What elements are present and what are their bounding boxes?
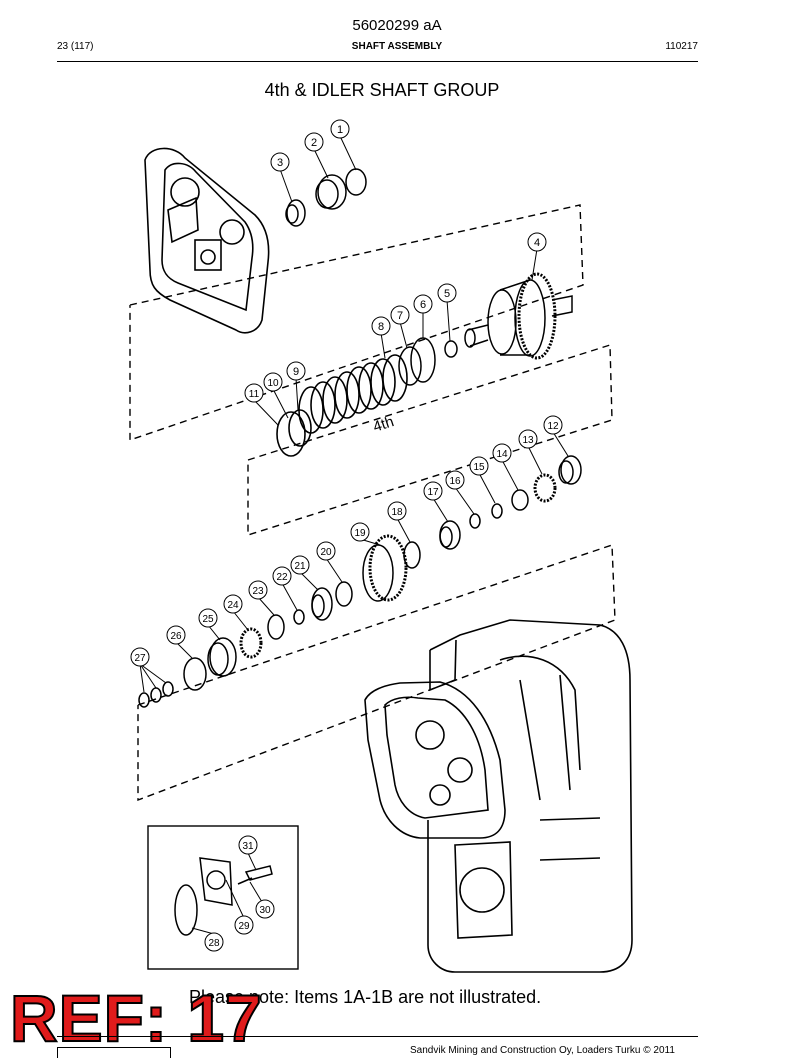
svg-text:11: 11 <box>249 389 260 400</box>
svg-text:3: 3 <box>277 157 283 169</box>
callout-4: 4 <box>527 232 547 252</box>
callout-23: 23 <box>248 580 268 600</box>
footer-rule <box>57 1036 698 1037</box>
callout-10: 10 <box>263 372 283 392</box>
svg-text:1: 1 <box>337 124 343 136</box>
svg-text:21: 21 <box>294 561 306 572</box>
callout-24: 24 <box>223 594 243 614</box>
ref-overlay-label: REF: 17 <box>9 981 263 1055</box>
callout-19: 19 <box>350 522 370 542</box>
svg-text:29: 29 <box>238 921 250 932</box>
svg-text:26: 26 <box>170 631 182 642</box>
svg-text:27: 27 <box>134 653 146 664</box>
svg-text:9: 9 <box>293 366 299 378</box>
exploded-view-drawing: 4th <box>129 119 633 973</box>
clutch-disc-pack <box>276 354 408 457</box>
callout-22: 22 <box>272 566 292 586</box>
parts-12-18 <box>403 455 582 569</box>
svg-text:18: 18 <box>391 507 403 518</box>
svg-text:17: 17 <box>427 487 439 498</box>
figure-title: 4th & IDLER SHAFT GROUP <box>264 80 500 100</box>
group-label-4th: 4th <box>371 413 396 436</box>
page-number: 23 (117) <box>57 41 94 52</box>
callout-16: 16 <box>445 470 465 490</box>
svg-text:5: 5 <box>444 288 450 300</box>
svg-text:23: 23 <box>252 586 264 597</box>
svg-text:4: 4 <box>534 237 540 249</box>
section-title: SHAFT ASSEMBLY <box>351 41 443 52</box>
svg-text:19: 19 <box>354 528 366 539</box>
svg-text:25: 25 <box>202 614 214 625</box>
callout-21: 21 <box>290 555 310 575</box>
svg-text:14: 14 <box>496 449 508 460</box>
dashed-group-outlines <box>129 204 616 802</box>
svg-text:30: 30 <box>259 905 271 916</box>
svg-text:6: 6 <box>420 299 426 311</box>
svg-text:20: 20 <box>320 547 332 558</box>
gear-shaft-4 <box>464 272 573 360</box>
parts-1-3 <box>285 168 367 227</box>
svg-text:12: 12 <box>547 421 559 432</box>
callout-2: 2 <box>304 132 324 152</box>
leader-lines <box>139 135 569 935</box>
callout-8: 8 <box>371 316 391 336</box>
callout-11: 11 <box>244 383 264 403</box>
callout-17: 17 <box>423 481 443 501</box>
callout-31: 31 <box>238 835 258 855</box>
date-code: 110217 <box>665 41 698 52</box>
svg-text:22: 22 <box>276 572 288 583</box>
callout-15: 15 <box>469 456 489 476</box>
svg-text:15: 15 <box>473 462 485 473</box>
callout-29: 29 <box>234 915 254 935</box>
inset-box <box>147 825 299 970</box>
callout-25: 25 <box>198 608 218 628</box>
callout-6: 6 <box>413 294 433 314</box>
callout-20: 20 <box>316 541 336 561</box>
callout-27: 27 <box>130 647 150 667</box>
callout-28: 28 <box>204 932 224 952</box>
svg-text:10: 10 <box>267 378 279 389</box>
callout-26: 26 <box>166 625 186 645</box>
callout-14: 14 <box>492 443 512 463</box>
callout-18: 18 <box>387 501 407 521</box>
cover-plate <box>144 147 270 334</box>
callouts: 1 2 3 4 5 6 7 8 9 10 11 12 13 14 15 16 1… <box>130 119 563 952</box>
svg-text:24: 24 <box>227 600 239 611</box>
gear-19 <box>362 534 408 602</box>
svg-text:31: 31 <box>242 841 254 852</box>
callout-9: 9 <box>286 361 306 381</box>
callout-30: 30 <box>255 899 275 919</box>
callout-13: 13 <box>518 429 538 449</box>
transmission-housing <box>364 619 633 973</box>
header-rule <box>57 61 698 62</box>
svg-text:13: 13 <box>522 435 534 446</box>
svg-text:28: 28 <box>208 938 220 949</box>
svg-text:7: 7 <box>397 310 403 322</box>
callout-1: 1 <box>330 119 350 139</box>
callout-5: 5 <box>437 283 457 303</box>
footer-copyright: Sandvik Mining and Construction Oy, Load… <box>410 1045 675 1056</box>
illustration-note: Please note: Items 1A-1B are not illustr… <box>189 987 542 1007</box>
callout-7: 7 <box>390 305 410 325</box>
svg-text:8: 8 <box>378 321 384 333</box>
svg-text:2: 2 <box>311 137 317 149</box>
svg-text:16: 16 <box>449 476 461 487</box>
callout-12: 12 <box>543 415 563 435</box>
callout-3: 3 <box>270 152 290 172</box>
parts-20-27 <box>138 581 353 708</box>
document-number: 56020299 aA <box>352 17 442 34</box>
